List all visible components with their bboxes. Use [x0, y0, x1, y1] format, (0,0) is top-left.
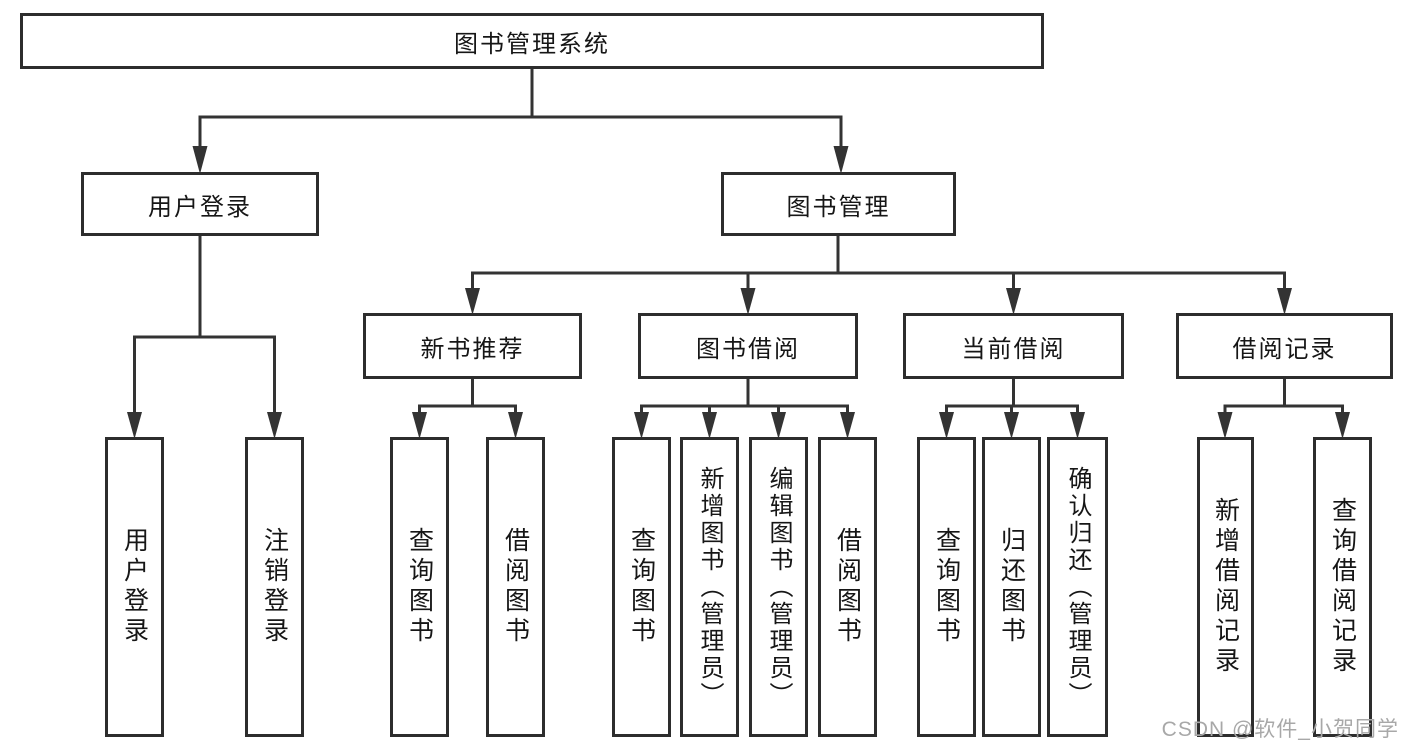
node-confirm-return-admin: 确认归还（管理员） — [1047, 437, 1108, 737]
node-query-borrow-record: 查询借阅记录 — [1313, 437, 1372, 737]
node-return-book: 归还图书 — [982, 437, 1041, 737]
node-new-book-recommend: 新书推荐 — [363, 313, 582, 379]
node-user-login: 用户登录 — [81, 172, 319, 236]
node-query-books-borrowing: 查询图书 — [612, 437, 671, 737]
node-query-books-recommend: 查询图书 — [390, 437, 449, 737]
csdn-watermark: CSDN @软件_小贺同学 — [1161, 718, 1399, 741]
node-book-management: 图书管理 — [721, 172, 956, 236]
node-logout: 注销登录 — [245, 437, 304, 737]
node-add-borrow-record: 新增借阅记录 — [1197, 437, 1254, 737]
node-borrow-books-recommend: 借阅图书 — [486, 437, 545, 737]
node-edit-book-admin: 编辑图书（管理员） — [749, 437, 808, 737]
node-add-book-admin: 新增图书（管理员） — [680, 437, 739, 737]
node-query-books-current: 查询图书 — [917, 437, 976, 737]
node-current-borrowing: 当前借阅 — [903, 313, 1124, 379]
node-library-management-system: 图书管理系统 — [20, 13, 1044, 69]
node-borrow-books-borrowing: 借阅图书 — [818, 437, 877, 737]
node-book-borrowing: 图书借阅 — [638, 313, 858, 379]
node-borrowing-records: 借阅记录 — [1176, 313, 1393, 379]
node-user-login-leaf: 用户登录 — [105, 437, 164, 737]
